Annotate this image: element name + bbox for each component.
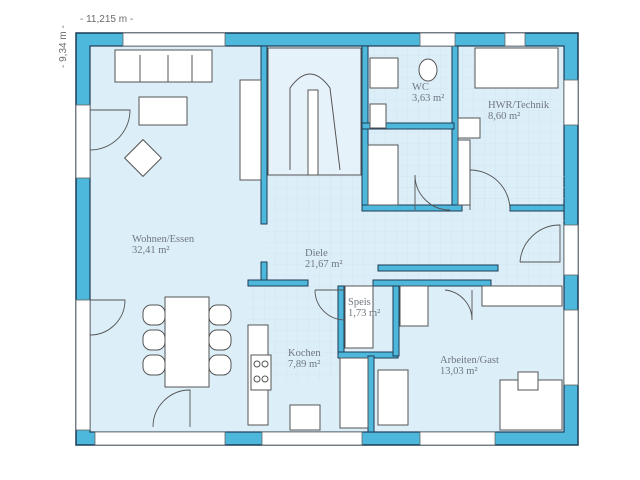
doors: [89, 109, 561, 428]
stove: [250, 354, 272, 391]
furniture: [114, 47, 563, 431]
washer-dryer: [474, 47, 559, 89]
desk-chair: [517, 371, 539, 391]
sofa-bed: [377, 369, 409, 426]
windows: [75, 32, 579, 446]
dining-table: [164, 296, 210, 388]
sofa: [114, 49, 213, 83]
width-dimension: - 11,215 m -: [80, 14, 134, 25]
coffee-table: [138, 96, 188, 126]
interior-walls: [247, 45, 565, 433]
wardrobe: [481, 285, 563, 307]
sideboard: [239, 79, 262, 181]
kitchen-sink: [289, 404, 321, 431]
chairs: [142, 304, 232, 376]
toilet: [418, 58, 438, 82]
sink: [369, 103, 387, 129]
armchair: [123, 138, 163, 178]
shower: [369, 57, 399, 89]
